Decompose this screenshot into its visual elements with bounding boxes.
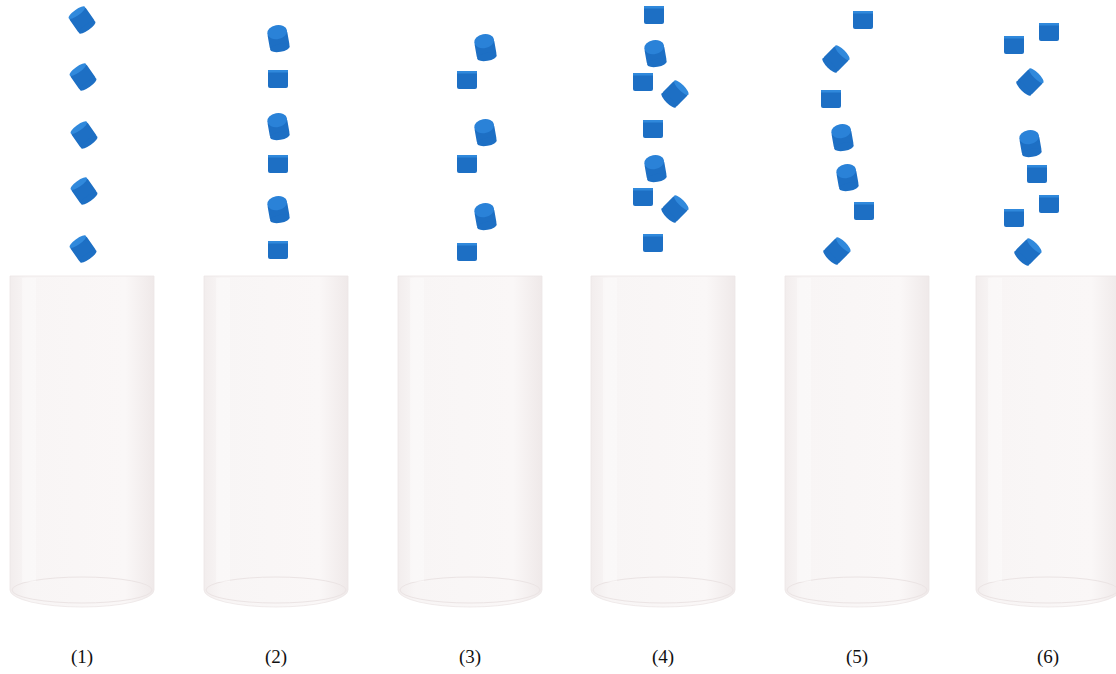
cylinder-particle	[821, 90, 841, 108]
panel-number: (1)	[71, 646, 93, 668]
cylinder-particle	[1004, 209, 1024, 227]
cylinder-particle	[853, 11, 873, 29]
cylinder-particle	[830, 122, 854, 152]
cylinder-particle	[473, 201, 497, 231]
cylinder-particle	[854, 202, 874, 220]
container-highlight	[216, 278, 230, 582]
cylinder-particle	[643, 153, 667, 183]
cylinder-particle	[268, 70, 288, 88]
cylinder-particle	[1012, 236, 1043, 267]
cylinder-particle	[1018, 128, 1042, 158]
cylinder-particle	[835, 162, 859, 192]
glass-container	[204, 276, 348, 607]
cylinder-particle	[69, 119, 99, 150]
cylinder-particle	[659, 193, 690, 224]
cylinder-particle	[69, 175, 99, 206]
cylinder-particle	[266, 194, 290, 224]
container-highlight	[603, 278, 617, 582]
panel-number: (2)	[265, 646, 287, 668]
cylinder-particle	[1014, 66, 1045, 97]
cylinder-particle	[67, 4, 97, 35]
cylinder-particle	[633, 73, 653, 91]
cylinder-particle	[643, 120, 663, 138]
cylinder-particle	[659, 78, 690, 109]
glass-container	[976, 276, 1116, 607]
cylinder-particle	[820, 43, 851, 74]
cylinder-particle	[1039, 23, 1059, 41]
glass-container	[591, 276, 735, 607]
cylinder-particle	[1027, 165, 1047, 183]
cylinder-particle	[643, 38, 667, 68]
cylinder-particle	[1004, 36, 1024, 54]
cylinder-particle	[1039, 195, 1059, 213]
cylinder-particle	[68, 233, 98, 264]
container-highlight	[22, 278, 36, 582]
panel-number: (6)	[1037, 646, 1059, 668]
cylinder-particle	[473, 32, 497, 62]
panel-number: (5)	[846, 646, 868, 668]
cylinder-particle	[266, 23, 290, 53]
cylinder-particle	[644, 6, 664, 24]
cylinder-particle	[821, 235, 852, 266]
cylinder-particle	[457, 155, 477, 173]
container-highlight	[410, 278, 424, 582]
cylinder-particle	[633, 188, 653, 206]
panel-number: (3)	[459, 646, 481, 668]
cylinder-particle	[457, 71, 477, 89]
cylinder-particle	[268, 155, 288, 173]
panel-number: (4)	[652, 646, 674, 668]
cylinder-particle	[268, 241, 288, 259]
glass-container	[398, 276, 542, 607]
cylinder-particle	[266, 111, 290, 141]
glass-container	[10, 276, 154, 607]
container-highlight	[797, 278, 811, 582]
cylinder-particle	[68, 61, 98, 92]
glass-container	[785, 276, 929, 607]
cylinder-particle	[473, 117, 497, 147]
cylinder-particle	[643, 234, 663, 252]
cylinder-particle	[457, 243, 477, 261]
container-highlight	[988, 278, 1002, 582]
